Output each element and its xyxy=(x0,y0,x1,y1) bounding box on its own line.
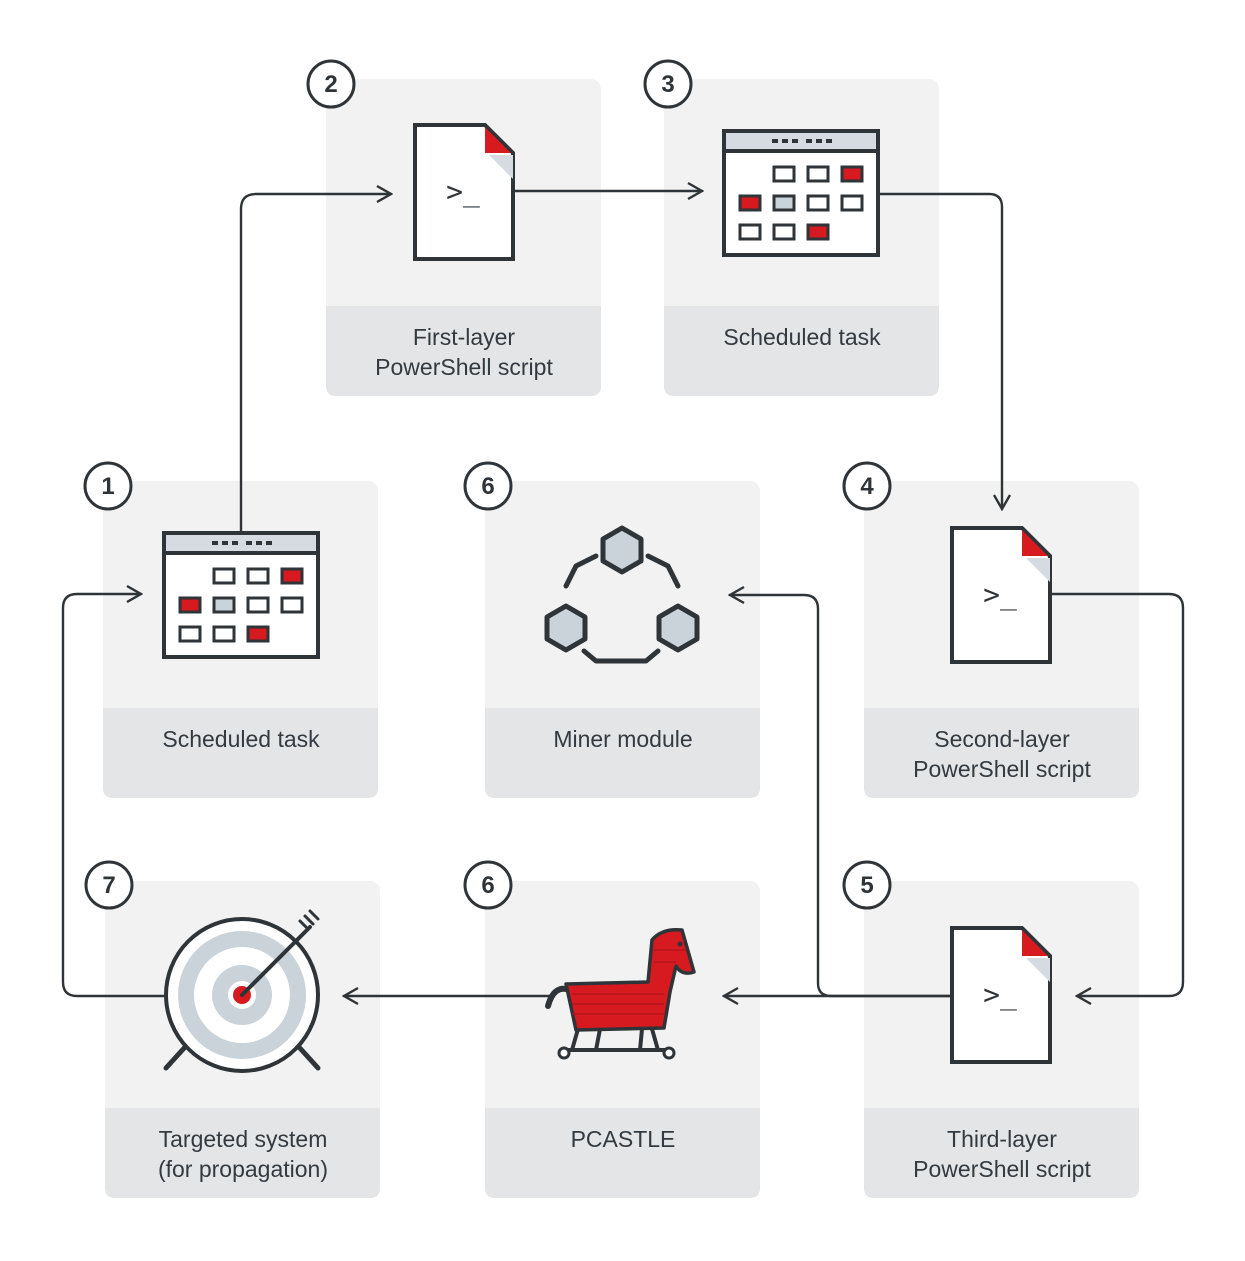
powershell-script-icon: >_ xyxy=(950,526,1052,664)
connector-3-to-4 xyxy=(877,192,1002,509)
svg-text:2: 2 xyxy=(324,71,337,98)
miner-module-icon xyxy=(547,528,697,664)
svg-text:4: 4 xyxy=(860,473,874,500)
step-number-badge: 4 xyxy=(842,461,892,511)
svg-text:3: 3 xyxy=(661,71,674,98)
step-label: PowerShell script xyxy=(913,756,1091,782)
script-prompt: >_ xyxy=(983,978,1017,1012)
svg-text:7: 7 xyxy=(102,872,115,899)
step-number-badge: 3 xyxy=(643,59,693,109)
connector-5-to-miner xyxy=(730,595,953,998)
script-prompt: >_ xyxy=(983,578,1017,612)
step-number-badge: 6 xyxy=(463,860,513,910)
step-label: (for propagation) xyxy=(158,1156,328,1182)
step-label: Second-layer xyxy=(934,726,1070,752)
svg-text:6: 6 xyxy=(481,872,494,899)
calendar-icon xyxy=(162,531,320,659)
step-number-badge: 2 xyxy=(306,59,356,109)
step-label: Third-layer xyxy=(947,1126,1057,1152)
connector-4-to-5 xyxy=(1049,592,1185,996)
step-label: Scheduled task xyxy=(723,324,881,350)
step-card-6-miner xyxy=(485,481,760,798)
step-label: PowerShell script xyxy=(913,1156,1091,1182)
step-label: PowerShell script xyxy=(375,354,553,380)
step-label: Miner module xyxy=(553,726,692,752)
trojan-horse-icon xyxy=(545,927,696,1060)
step-number-badge: 1 xyxy=(83,461,133,511)
svg-text:5: 5 xyxy=(860,872,873,899)
connector-7-to-1 xyxy=(61,594,167,998)
step-number-badge: 6 xyxy=(463,461,513,511)
script-prompt: >_ xyxy=(446,175,480,209)
connector-1-to-2 xyxy=(239,194,391,534)
target-icon xyxy=(163,909,321,1073)
powershell-script-icon: >_ xyxy=(950,926,1052,1064)
step-number-badge: 5 xyxy=(842,860,892,910)
powershell-script-icon: >_ xyxy=(413,123,515,261)
step-label: Targeted system xyxy=(159,1126,328,1152)
step-label: PCASTLE xyxy=(571,1126,676,1152)
step-label: Scheduled task xyxy=(162,726,320,752)
svg-text:6: 6 xyxy=(481,473,494,500)
step-label: First-layer xyxy=(413,324,516,350)
step-number-badge: 7 xyxy=(84,860,134,910)
svg-text:1: 1 xyxy=(101,473,114,500)
calendar-icon xyxy=(722,129,880,257)
